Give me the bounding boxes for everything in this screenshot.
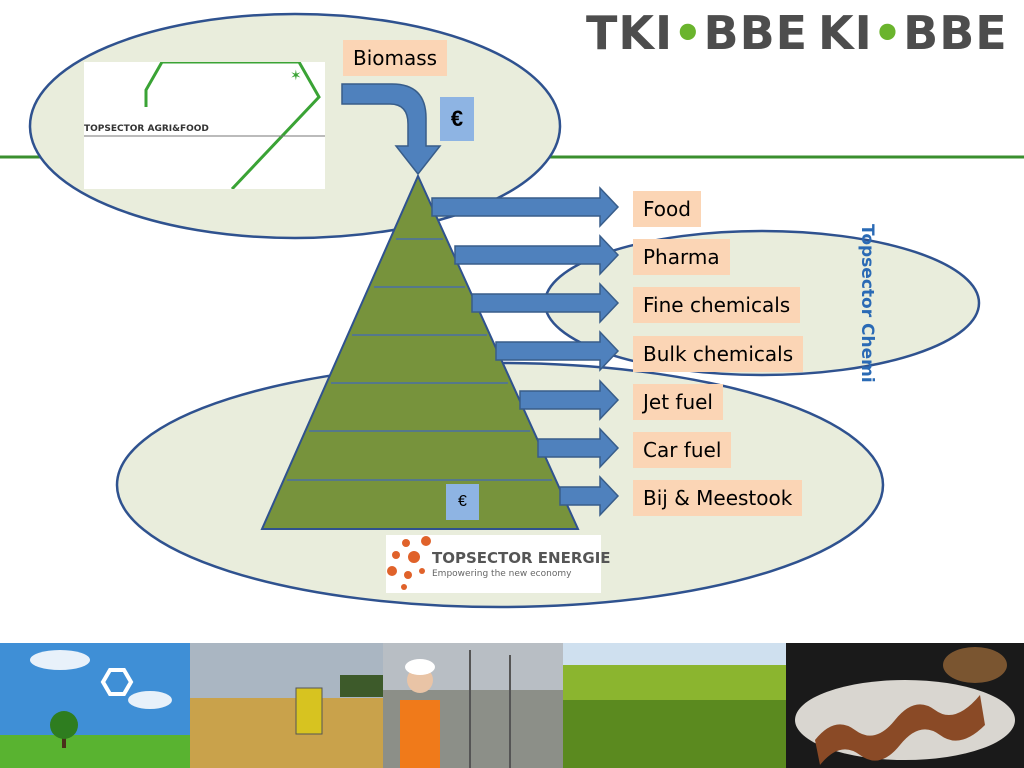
output-label-bulk-chemicals: Bulk chemicals — [633, 336, 804, 372]
output-label-jet-fuel: Jet fuel — [633, 384, 723, 420]
tki-bbe-logo: TKI•BBE — [586, 6, 808, 60]
output-label-fine-chemicals: Fine chemicals — [633, 287, 801, 323]
chemie-logo-text: Topsector Chemie — [858, 224, 877, 382]
svg-text:✶: ✶ — [290, 68, 302, 84]
output-arrows — [431, 186, 620, 517]
arrow-pharma — [454, 234, 620, 276]
agrifood-logo: ✶ TOPSECTOR AGRI&FOOD — [84, 62, 325, 189]
photo-corrugated-bioplastic — [786, 643, 1024, 768]
logo-dot-icon: • — [872, 6, 904, 60]
energie-dots-icon — [387, 536, 431, 590]
arrow-bij-meestook — [559, 475, 620, 517]
logo-bbe-text: BBE — [903, 6, 1008, 60]
chemie-logo: Topsector Chemie — [858, 224, 877, 382]
agrifood-swoosh-icon: ✶ — [84, 62, 325, 189]
photo-wheat-field-fuel-pump — [190, 643, 383, 768]
photo-engineer-power-plant — [383, 643, 563, 768]
output-label-bij-meestook: Bij & Meestook — [633, 480, 803, 516]
logo-tki-text: TKI — [586, 6, 674, 60]
agrifood-logo-text: TOPSECTOR AGRI&FOOD — [84, 124, 209, 134]
euro-input-badge: € — [440, 97, 474, 141]
euro-base-badge: € — [446, 484, 479, 520]
arrow-food — [431, 186, 620, 228]
biomass-label: Biomass — [343, 40, 448, 76]
photo-strip — [0, 643, 1024, 768]
photo-green-grain-field — [563, 643, 786, 768]
logo-ki-text: KI — [818, 6, 873, 60]
logo-dot-icon: • — [673, 6, 704, 60]
arrow-car-fuel — [537, 427, 620, 469]
logo-bbe-text: BBE — [703, 6, 809, 60]
output-label-pharma: Pharma — [633, 239, 730, 275]
arrow-jet-fuel — [519, 379, 620, 421]
arrow-bulk-chemicals — [495, 330, 620, 372]
output-label-food: Food — [633, 191, 701, 227]
energie-logo-title: TOPSECTOR ENERGIE — [432, 549, 611, 567]
arrow-fine-chemicals — [471, 282, 620, 324]
energie-logo-tagline: Empowering the new economy — [432, 569, 572, 579]
energie-logo: TOPSECTOR ENERGIE Empowering the new eco… — [386, 535, 611, 593]
output-label-car-fuel: Car fuel — [633, 432, 732, 468]
tki-bbe-logo-duplicate: KI•BBE — [818, 6, 1008, 60]
biomass-input-arrow — [341, 83, 442, 176]
photo-recycle-sky-tree — [0, 643, 190, 768]
